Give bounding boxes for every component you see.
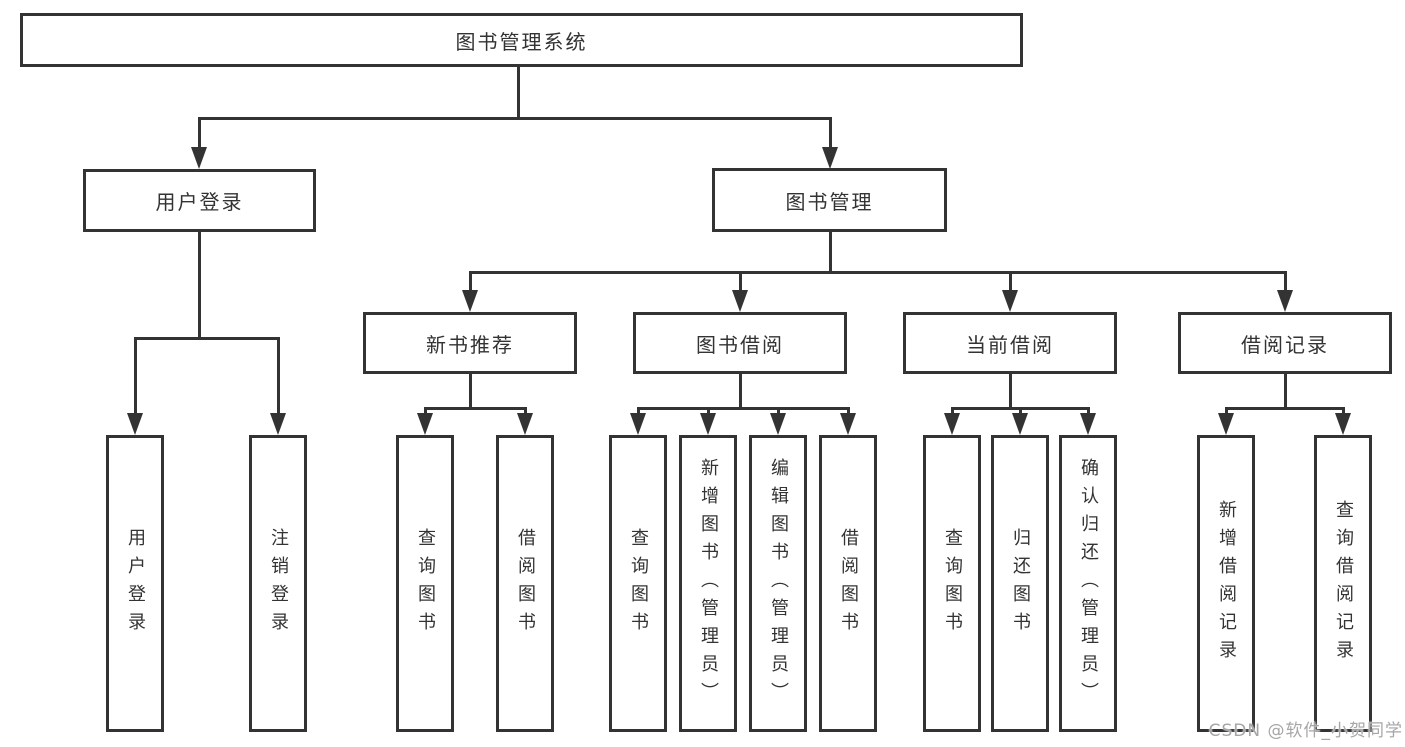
connector-root-to-book-mgmt xyxy=(829,117,832,149)
connector-user-login-branch xyxy=(134,337,280,340)
connector-book-borrow-stem xyxy=(739,374,742,407)
node-new-books: 新书推荐 xyxy=(363,312,577,374)
connector-user-login-stem xyxy=(198,232,201,337)
connector-seg xyxy=(424,407,427,415)
arrow-down-icon xyxy=(840,413,856,435)
leaf-current-return: 归还图书 xyxy=(991,435,1049,732)
connector-seg xyxy=(637,407,640,415)
connector-seg xyxy=(847,407,850,415)
arrow-down-icon xyxy=(270,413,286,435)
leaf-new-books-borrow: 借阅图书 xyxy=(496,435,554,732)
arrow-down-icon xyxy=(1002,290,1018,312)
arrow-down-icon xyxy=(462,290,478,312)
connector-seg xyxy=(1019,407,1022,415)
leaf-logout: 注销登录 xyxy=(249,435,307,732)
leaf-current-return-label: 归还图书 xyxy=(1010,527,1031,640)
leaf-current-query: 查询图书 xyxy=(923,435,981,732)
csdn-watermark: CSDN @软件_小贺同学 xyxy=(1208,721,1403,741)
leaf-new-books-borrow-label: 借阅图书 xyxy=(515,527,536,640)
leaf-records-add-label: 新增借阅记录 xyxy=(1216,499,1237,668)
arrow-down-icon xyxy=(732,290,748,312)
connector-book-mgmt-branch xyxy=(469,271,1287,274)
node-current-borrow-label: 当前借阅 xyxy=(966,332,1054,357)
leaf-records-query-label: 查询借阅记录 xyxy=(1333,499,1354,668)
connector-seg xyxy=(1342,407,1345,415)
leaf-current-confirm-admin: 确认归还（管理员） xyxy=(1059,435,1117,732)
leaf-borrow-book-label: 借阅图书 xyxy=(838,527,859,640)
connector-current-borrow-stem xyxy=(1009,374,1012,407)
connector-seg xyxy=(1087,407,1090,415)
node-book-mgmt-label: 图书管理 xyxy=(785,189,874,214)
connector-to-leaf-logout xyxy=(277,337,280,415)
node-book-borrow: 图书借阅 xyxy=(633,312,847,374)
leaf-borrow-add-admin: 新增图书（管理员） xyxy=(679,435,737,732)
connector-to-new-books xyxy=(469,271,472,292)
node-book-borrow-label: 图书借阅 xyxy=(696,332,784,357)
node-borrow-records-label: 借阅记录 xyxy=(1241,332,1329,357)
connector-to-book-borrow xyxy=(739,271,742,292)
connector-root-to-user-login xyxy=(198,117,201,149)
leaf-new-books-query-label: 查询图书 xyxy=(415,527,436,640)
node-user-login-label: 用户登录 xyxy=(155,190,244,214)
node-book-mgmt: 图书管理 xyxy=(712,168,947,232)
arrow-down-icon xyxy=(1335,413,1351,435)
leaf-user-login: 用户登录 xyxy=(106,435,164,732)
arrow-down-icon xyxy=(417,413,433,435)
leaf-user-login-label: 用户登录 xyxy=(125,527,146,640)
leaf-records-add: 新增借阅记录 xyxy=(1197,435,1255,732)
leaf-logout-label: 注销登录 xyxy=(268,527,289,640)
connector-to-borrow-records xyxy=(1284,271,1287,292)
node-user-login: 用户登录 xyxy=(83,169,316,232)
leaf-records-query: 查询借阅记录 xyxy=(1314,435,1372,732)
arrow-down-icon xyxy=(822,147,838,169)
arrow-down-icon xyxy=(1080,413,1096,435)
connector-seg xyxy=(1225,407,1228,415)
connector-book-borrow-branch xyxy=(637,407,850,410)
leaf-borrow-edit-admin: 编辑图书（管理员） xyxy=(749,435,807,732)
node-borrow-records: 借阅记录 xyxy=(1178,312,1392,374)
leaf-current-query-label: 查询图书 xyxy=(942,527,963,640)
leaf-borrow-query: 查询图书 xyxy=(609,435,667,732)
connector-to-leaf-login xyxy=(134,337,137,415)
connector-seg xyxy=(951,407,954,415)
node-current-borrow: 当前借阅 xyxy=(903,312,1117,374)
leaf-borrow-add-admin-label: 新增图书（管理员） xyxy=(698,457,719,710)
arrow-down-icon xyxy=(517,413,533,435)
arrow-down-icon xyxy=(700,413,716,435)
arrow-down-icon xyxy=(127,413,143,435)
node-new-books-label: 新书推荐 xyxy=(426,332,514,357)
arrow-down-icon xyxy=(191,147,207,169)
connector-borrow-records-stem xyxy=(1284,374,1287,407)
arrow-down-icon xyxy=(1012,413,1028,435)
arrow-down-icon xyxy=(770,413,786,435)
leaf-borrow-query-label: 查询图书 xyxy=(628,527,649,640)
connector-book-mgmt-stem xyxy=(829,232,832,271)
arrow-down-icon xyxy=(944,413,960,435)
leaf-current-confirm-admin-label: 确认归还（管理员） xyxy=(1078,457,1099,710)
connector-seg xyxy=(777,407,780,415)
connector-borrow-records-branch xyxy=(1225,407,1345,410)
connector-seg xyxy=(707,407,710,415)
arrow-down-icon xyxy=(630,413,646,435)
connector-root-branch xyxy=(198,117,832,120)
connector-new-books-stem xyxy=(469,374,472,407)
connector-root-stem xyxy=(517,67,520,117)
leaf-new-books-query: 查询图书 xyxy=(396,435,454,732)
node-root: 图书管理系统 xyxy=(20,13,1023,67)
node-root-label: 图书管理系统 xyxy=(455,29,588,54)
arrow-down-icon xyxy=(1277,290,1293,312)
connector-seg xyxy=(524,407,527,415)
connector-new-books-branch xyxy=(424,407,527,410)
leaf-borrow-edit-admin-label: 编辑图书（管理员） xyxy=(768,457,789,710)
leaf-borrow-book: 借阅图书 xyxy=(819,435,877,732)
connector-to-current-borrow xyxy=(1009,271,1012,292)
arrow-down-icon xyxy=(1218,413,1234,435)
